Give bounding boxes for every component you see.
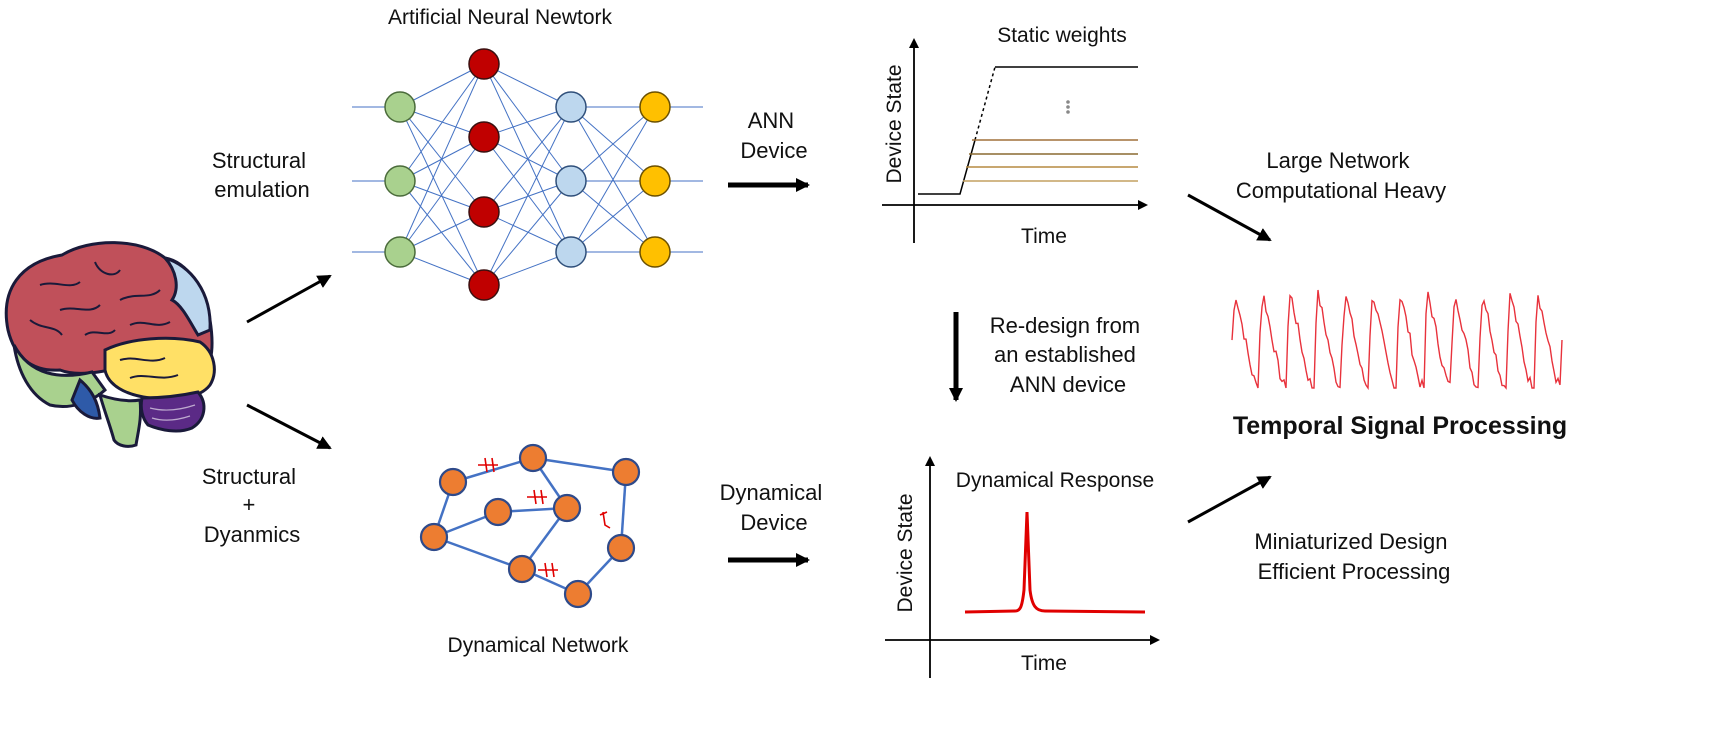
dyn-network-nodes	[419, 443, 641, 609]
ann-node	[468, 269, 500, 301]
temporal-signal-title: Temporal Signal Processing	[1233, 412, 1567, 440]
ann-edge	[483, 180, 572, 286]
weight-trace	[918, 139, 976, 195]
ann-node	[639, 165, 671, 197]
ann-node	[639, 236, 671, 268]
ann-edge	[570, 106, 656, 182]
ann-edge	[399, 180, 485, 286]
dyn-edge	[433, 535, 523, 571]
ann-edge	[399, 63, 485, 253]
ann-node	[555, 165, 587, 197]
dyn-network-synapses	[478, 457, 611, 578]
dyn-node	[419, 522, 449, 552]
arrow-icon	[1187, 475, 1272, 524]
ann-nodes	[384, 48, 671, 301]
dyn-node	[507, 554, 537, 584]
synapse-mark	[538, 562, 558, 578]
structural-dynamics-label: Structural + Dyanmics	[202, 464, 302, 547]
ann-edge	[483, 136, 572, 253]
dynamical-response-title: Dynamical Response	[956, 469, 1154, 492]
dyn-network-title: Dynamical Network	[448, 634, 629, 657]
ellipsis-dot	[1066, 110, 1070, 114]
ann-edge	[483, 106, 572, 213]
ellipsis-dot	[1066, 105, 1070, 109]
ann-edge	[483, 63, 572, 253]
synapse-mark	[599, 511, 611, 529]
y-axis-label: Device State	[883, 64, 906, 183]
dyn-node	[483, 497, 513, 527]
ann-node	[555, 91, 587, 123]
dyn-node	[606, 533, 636, 563]
redesign-label: Re-design from an established ANN device	[990, 313, 1147, 397]
ann-node	[555, 236, 587, 268]
ann-edge	[570, 106, 656, 253]
dyn-device-label: Dynamical Device	[720, 480, 829, 535]
ann-edge	[399, 136, 485, 253]
ann-edge	[483, 63, 572, 108]
dyn-node	[563, 579, 593, 609]
ann-node	[468, 121, 500, 153]
miniaturized-label: Miniaturized Design Efficient Processing	[1254, 529, 1453, 584]
large-network-label: Large Network Computational Heavy	[1236, 148, 1446, 203]
arrow-icon	[1187, 193, 1272, 242]
ann-edge	[483, 211, 572, 253]
y-axis-label: Device State	[894, 493, 917, 612]
ann-title: Artificial Neural Newtork	[388, 6, 613, 29]
brain-icon	[4, 241, 216, 448]
dynamical-response-plot: Device State Time Dynamical Response	[885, 456, 1160, 678]
synapse-mark	[478, 457, 498, 473]
weight-trace-dashed	[974, 66, 996, 141]
static-weights-title: Static weights	[997, 24, 1127, 47]
ann-edge	[570, 180, 656, 253]
ann-edge	[483, 106, 572, 286]
x-axis-label: Time	[1021, 225, 1067, 248]
dyn-node	[518, 443, 548, 473]
ann-node	[384, 165, 416, 197]
ann-node	[468, 48, 500, 80]
arrow-icon	[246, 403, 332, 450]
dyn-edge	[532, 456, 627, 474]
dyn-node	[611, 457, 641, 487]
dyn-node	[438, 467, 468, 497]
dyn-node	[552, 493, 582, 523]
spike-trace	[964, 511, 1146, 614]
temporal-signal-trace	[1231, 289, 1563, 391]
ann-device-label: ANN Device	[740, 108, 807, 163]
ellipsis-dot	[1066, 100, 1070, 104]
ann-node	[384, 236, 416, 268]
x-axis-label: Time	[1021, 652, 1067, 675]
ann-node	[639, 91, 671, 123]
synapse-mark	[527, 489, 547, 505]
ann-node	[468, 196, 500, 228]
arrow-icon	[246, 274, 332, 324]
structural-emulation-label: Structural emulation	[212, 148, 312, 202]
ann-edge	[399, 63, 485, 182]
static-weights-plot: Device State Time Static weights	[882, 24, 1148, 248]
ann-node	[384, 91, 416, 123]
